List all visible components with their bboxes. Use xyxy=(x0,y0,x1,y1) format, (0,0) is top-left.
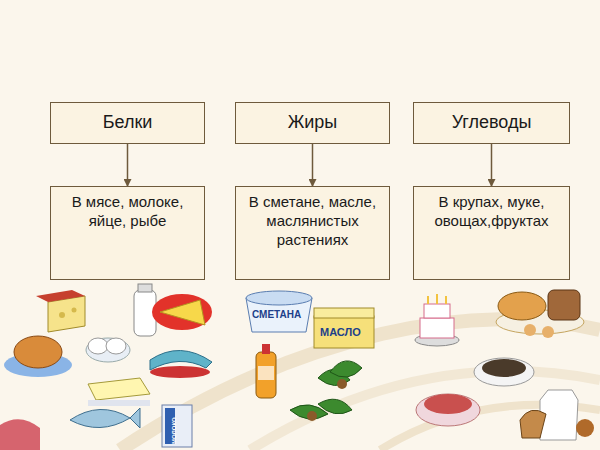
arrow-connector xyxy=(491,144,493,186)
sour-cream-label: СМЕТАНА xyxy=(252,309,301,320)
box-text: Жиры xyxy=(240,111,385,133)
source-box: В сметане, масле, маслянистых растениях xyxy=(235,186,390,280)
box-text: Белки xyxy=(55,111,200,133)
box-text: Углеводы xyxy=(418,111,565,133)
box-text: В мясе, молоке, яйце, рыбе xyxy=(55,192,200,230)
source-box: В крупах, муке, овощах,фруктах xyxy=(413,186,570,280)
category-box: Углеводы xyxy=(413,102,570,144)
arrow-connector xyxy=(127,144,129,186)
box-text: В сметане, масле, маслянистых растениях xyxy=(240,192,385,249)
source-box: В мясе, молоке, яйце, рыбе xyxy=(50,186,205,280)
milk-carton-label: МОЛОКО xyxy=(171,417,177,444)
box-text: В крупах, муке, овощах,фруктах xyxy=(418,192,565,230)
arrow-connector xyxy=(312,144,314,186)
category-box: Белки xyxy=(50,102,205,144)
category-box: Жиры xyxy=(235,102,390,144)
butter-label: МАСЛО xyxy=(320,326,361,338)
